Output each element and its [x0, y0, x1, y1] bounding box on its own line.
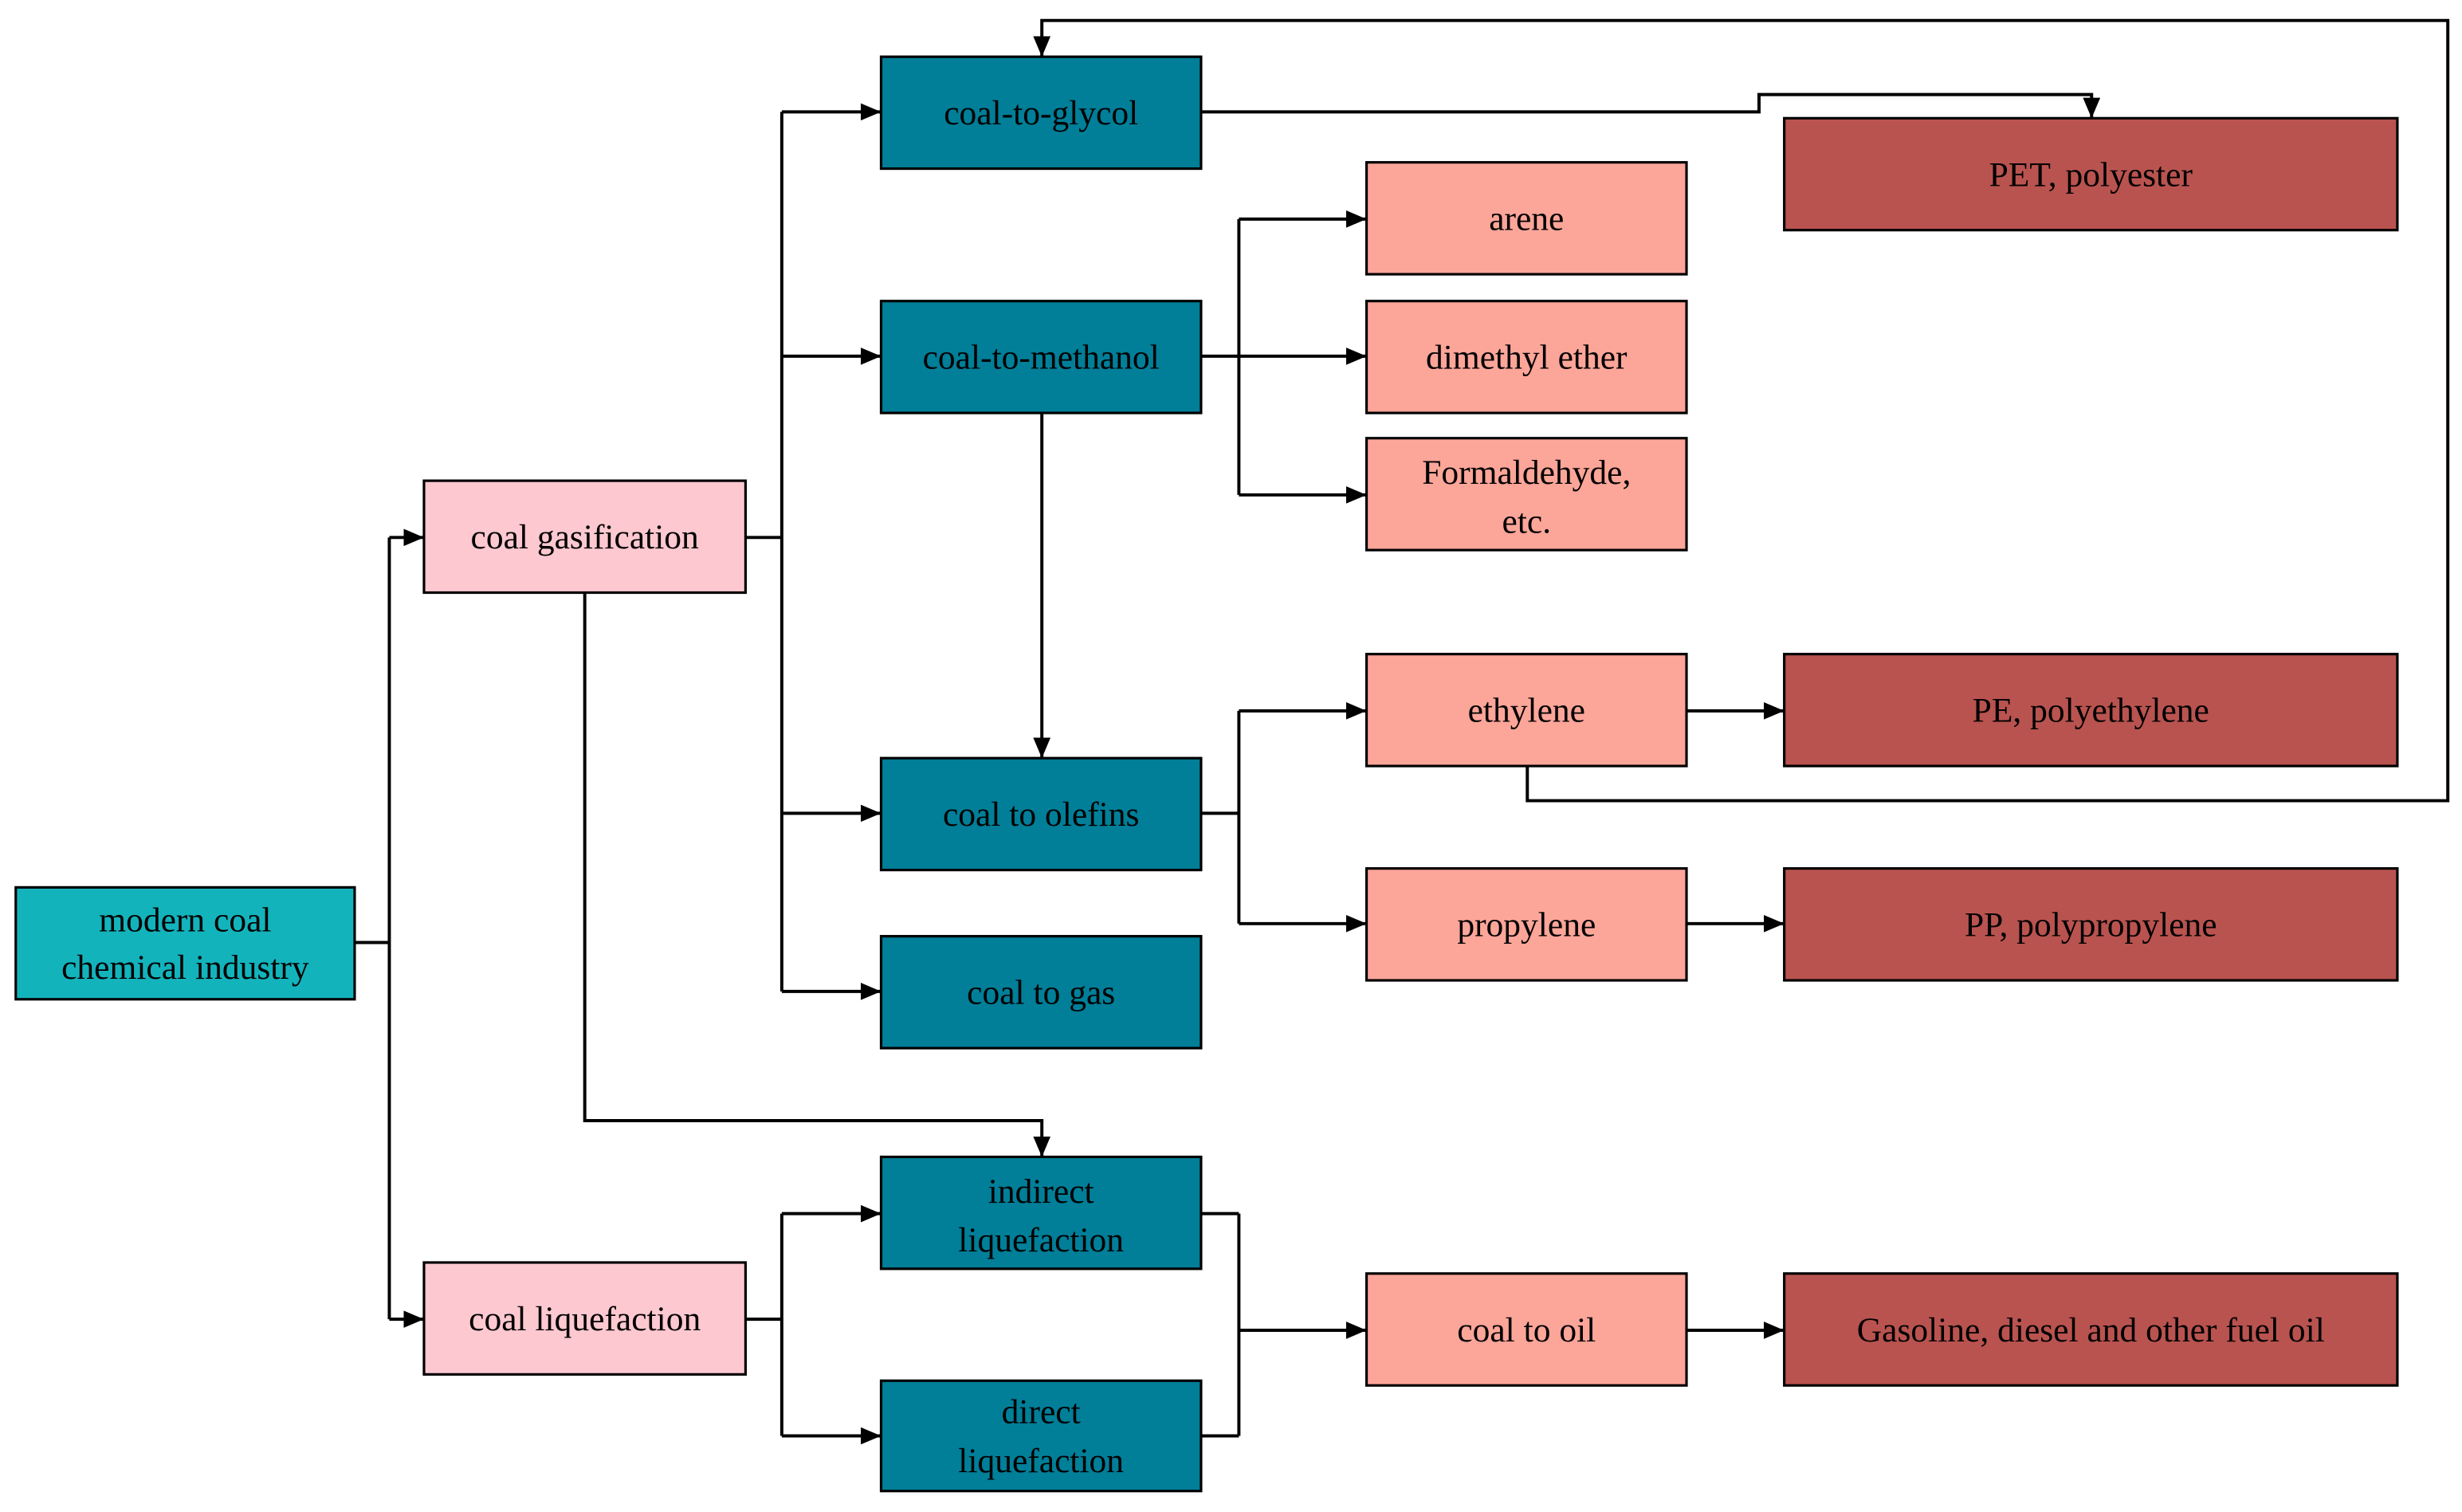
node-coal-gasification: coal gasification — [422, 479, 747, 595]
node-label: coal to gas — [967, 974, 1115, 1012]
node-coal-to-olefins: coal to olefins — [879, 756, 1203, 872]
node-label: coal gasification — [471, 518, 700, 556]
node-coal-to-glycol: coal-to-glycol — [879, 55, 1203, 171]
node-label: propylene — [1457, 906, 1596, 945]
node-label: coal to oil — [1457, 1311, 1596, 1349]
node-box — [1783, 1272, 2399, 1387]
node-box — [879, 55, 1203, 171]
node-box — [1783, 116, 2399, 232]
node-label-line-2: liquefaction — [958, 1221, 1124, 1259]
node-box — [879, 300, 1203, 414]
node-box — [422, 479, 747, 595]
node-box — [1365, 161, 1688, 276]
node-label: PET, polyester — [1989, 155, 2193, 194]
node-gasoline-diesel-fuel-oil: Gasoline, diesel and other fuel oil — [1783, 1272, 2399, 1387]
node-label: arene — [1489, 200, 1564, 238]
node-label-line-2: chemical industry — [61, 948, 309, 987]
node-coal-to-methanol: coal-to-methanol — [879, 300, 1203, 414]
node-dimethyl-ether: dimethyl ether — [1365, 300, 1688, 414]
node-label-line-1: modern coal — [99, 901, 271, 940]
node-coal-liquefaction: coal liquefaction — [422, 1261, 747, 1376]
node-formaldehyde: Formaldehyde, etc. — [1365, 437, 1688, 552]
node-coal-to-gas: coal to gas — [879, 935, 1203, 1050]
node-label: coal-to-methanol — [923, 339, 1160, 377]
node-ethylene: ethylene — [1365, 653, 1688, 768]
node-label: PE, polyethylene — [1973, 692, 2209, 730]
node-box — [879, 1155, 1203, 1270]
node-pe-polyethylene: PE, polyethylene — [1783, 653, 2399, 768]
node-label: Gasoline, diesel and other fuel oil — [1857, 1311, 2325, 1349]
node-box — [879, 1379, 1203, 1493]
node-label-line-1: direct — [1002, 1393, 1081, 1431]
node-box — [1783, 653, 2399, 768]
node-label: dimethyl ether — [1426, 339, 1628, 377]
node-box — [1783, 867, 2399, 982]
node-box — [879, 935, 1203, 1050]
node-pet-polyester: PET, polyester — [1783, 116, 2399, 232]
node-label-line-1: Formaldehyde, — [1422, 454, 1631, 492]
node-label: PP, polypropylene — [1965, 906, 2217, 945]
node-box — [879, 756, 1203, 872]
node-label: coal-to-glycol — [944, 94, 1138, 132]
node-box — [422, 1261, 747, 1376]
arrow-glycol-to-pet — [1200, 92, 2101, 119]
node-pp-polypropylene: PP, polypropylene — [1783, 867, 2399, 982]
arrow-gasification-to-indirect-liquefaction — [583, 592, 1051, 1157]
node-coal-to-oil: coal to oil — [1365, 1272, 1688, 1387]
node-label-line-1: indirect — [988, 1172, 1094, 1211]
node-box — [1365, 437, 1688, 552]
node-arene: arene — [1365, 161, 1688, 276]
node-box — [1365, 300, 1688, 414]
node-label-line-2: etc. — [1502, 502, 1552, 540]
node-label: coal liquefaction — [469, 1300, 701, 1338]
node-box — [1365, 653, 1688, 768]
connectors — [354, 18, 2450, 1445]
node-label: coal to olefins — [943, 795, 1139, 834]
node-box — [1365, 1272, 1688, 1387]
node-propylene: propylene — [1365, 867, 1688, 982]
node-box — [1365, 867, 1688, 982]
node-indirect-liquefaction: indirect liquefaction — [879, 1155, 1203, 1270]
arrow-ethylene-to-glycol — [1033, 18, 2450, 803]
node-modern-coal-chemical-industry: modern coal chemical industry — [14, 886, 356, 1001]
node-label: ethylene — [1468, 692, 1585, 730]
node-box — [14, 886, 356, 1001]
node-direct-liquefaction: direct liquefaction — [879, 1379, 1203, 1493]
node-label-line-2: liquefaction — [958, 1442, 1124, 1480]
